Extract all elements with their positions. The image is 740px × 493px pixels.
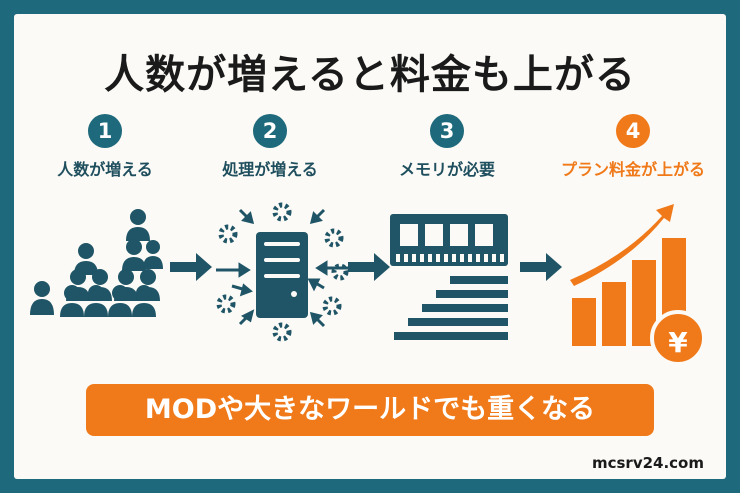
summary-banner: MODや大きなワールドでも重くなる [86, 384, 654, 436]
memory-module-icon [390, 214, 508, 340]
step-4: 4 プラン料金が上がる [548, 114, 718, 180]
step-3-label: メモリが必要 [398, 160, 495, 179]
arrow-right-icon [170, 253, 212, 281]
arrow-right-icon [348, 253, 390, 281]
step-1: 1 人数が増える [20, 114, 190, 180]
step-2: 2 処理が増える [185, 114, 355, 180]
bar-chart-yen-icon [570, 204, 706, 366]
step-4-label: プラン料金が上がる [560, 160, 705, 179]
arrow-right-icon [520, 253, 562, 281]
people-pyramid-icon [30, 209, 163, 317]
step-3-badge: 3 [430, 114, 464, 148]
page-title: 人数が増えると料金も上がる [104, 52, 636, 98]
step-1-badge: 1 [88, 114, 122, 148]
yen-icon: ¥ [668, 326, 688, 359]
step-2-label: 処理が増える [222, 160, 318, 179]
server-gears-icon [216, 202, 349, 342]
site-domain: mcsrv24.com [591, 454, 704, 472]
step-3: 3 メモリが必要 [362, 114, 532, 180]
step-4-badge: 4 [616, 114, 650, 148]
step-1-label: 人数が増える [57, 160, 153, 179]
step-2-badge: 2 [253, 114, 287, 148]
